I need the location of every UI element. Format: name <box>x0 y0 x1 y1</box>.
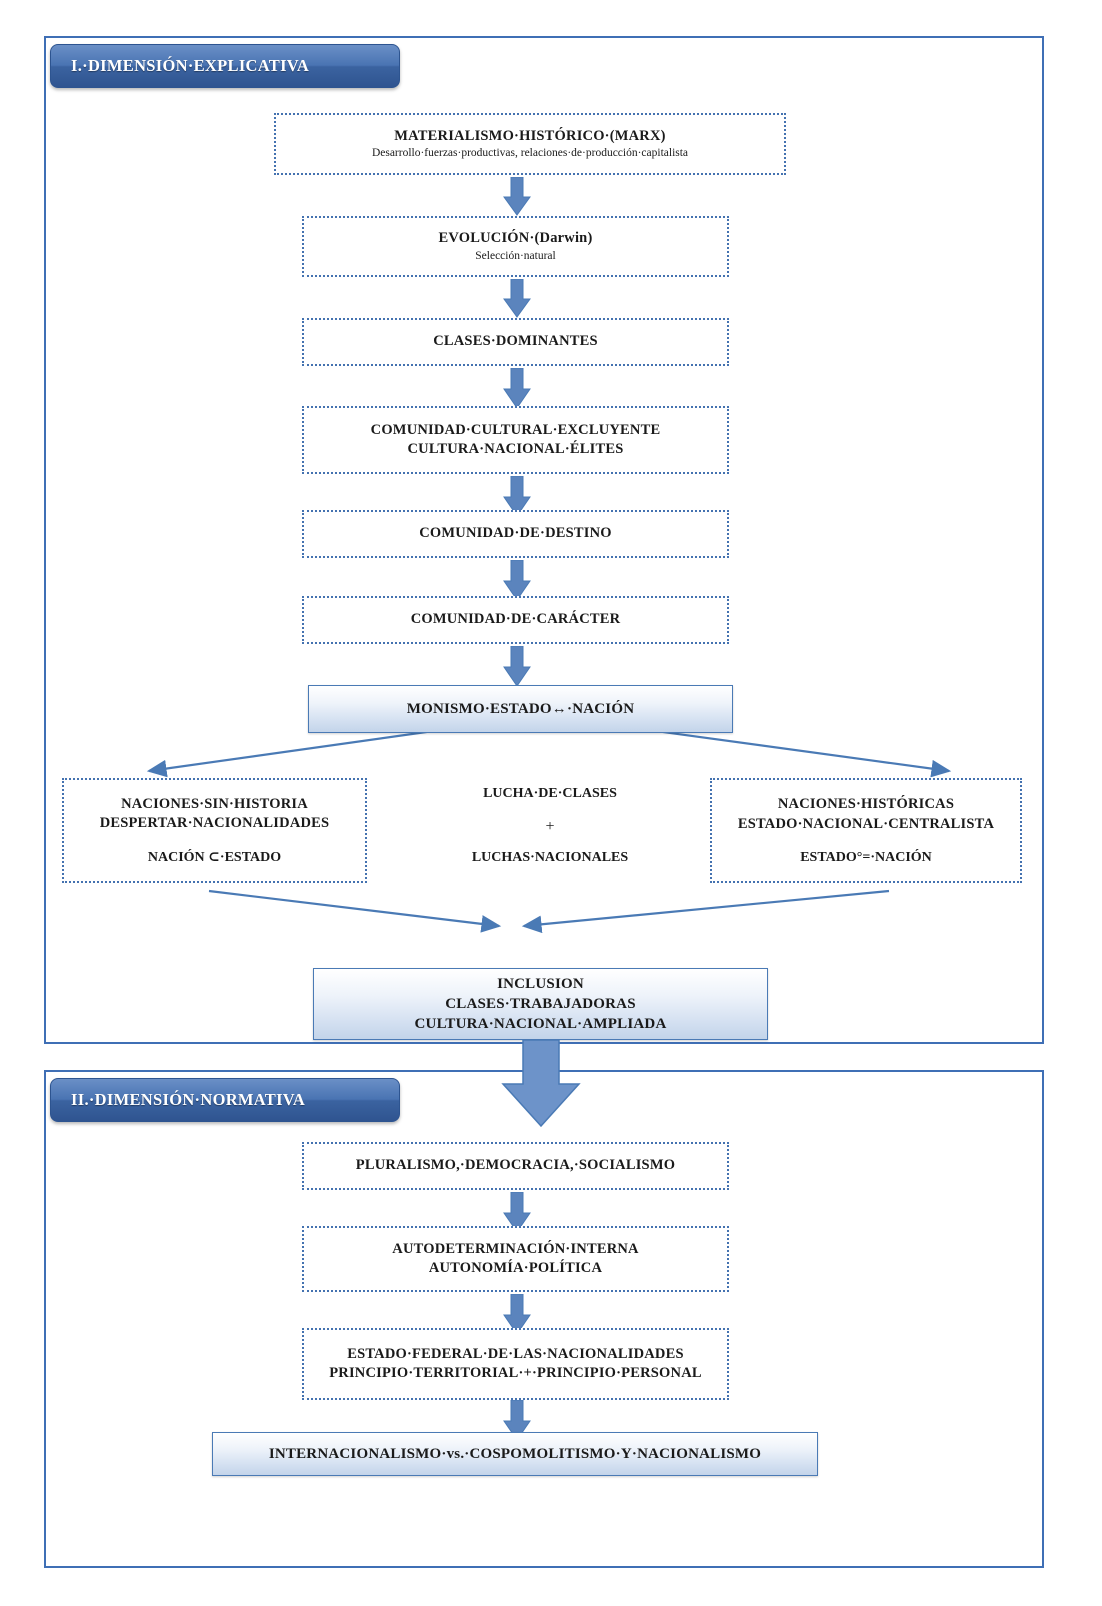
box-comunidad-de-caracter-title: COMUNIDAD·DE·CARÁCTER <box>410 611 621 628</box>
box-evolucion-title: EVOLUCIÓN·(Darwin) <box>438 230 593 247</box>
box-comunidad-cultural-line2: CULTURA·NACIONAL·ÉLITES <box>407 441 624 457</box>
box-comunidad-cultural-excluyente: COMUNIDAD·CULTURAL·EXCLUYENTE CULTURA·NA… <box>302 406 729 474</box>
box-autodeterminacion-line2: AUTONOMÍA·POLÍTICA <box>428 1260 603 1276</box>
section-1-banner: I.·DIMENSIÓN·EXPLICATIVA <box>50 44 400 88</box>
box-naciones-sin-historia-line1: NACIONES·SIN·HISTORIA <box>121 795 308 812</box>
down-arrow-icon <box>503 560 531 601</box>
down-arrow-icon <box>503 1400 531 1441</box>
box-clases-dominantes: CLASES·DOMINANTES <box>302 318 729 366</box>
down-arrow-icon <box>503 1192 531 1233</box>
big-down-arrow-icon <box>501 1040 581 1128</box>
box-comunidad-de-destino: COMUNIDAD·DE·DESTINO <box>302 510 729 558</box>
center-lucha-de-clases: LUCHA·DE·CLASES <box>430 786 670 802</box>
box-comunidad-cultural-line1: COMUNIDAD·CULTURAL·EXCLUYENTE <box>370 421 661 438</box>
box-comunidad-de-caracter: COMUNIDAD·DE·CARÁCTER <box>302 596 729 644</box>
down-arrow-icon <box>503 646 531 687</box>
box-inclusion-line2: CLASES·TRABAJADORAS <box>445 995 636 1012</box>
section-2-banner-label: II.·DIMENSIÓN·NORMATIVA <box>71 1090 306 1109</box>
box-naciones-sin-historia-line2: DESPERTAR·NACIONALIDADES <box>99 815 330 831</box>
box-materialismo-subtitle: Desarrollo·fuerzas·productivas, relacion… <box>371 147 689 160</box>
box-naciones-historicas-line2: ESTADO·NACIONAL·CENTRALISTA <box>737 815 995 832</box>
box-comunidad-de-destino-title: COMUNIDAD·DE·DESTINO <box>419 525 612 542</box>
box-evolucion: EVOLUCIÓN·(Darwin) Selección·natural <box>302 216 729 277</box>
box-monismo-title: MONISMO·ESTADO↔·NACIÓN <box>406 700 635 717</box>
box-internacionalismo: INTERNACIONALISMO·vs.·COSPOMOLITISMO·Y·N… <box>212 1432 818 1476</box>
center-luchas-nacionales-label: LUCHAS·NACIONALES <box>471 850 629 865</box>
center-luchas-nacionales: LUCHAS·NACIONALES <box>430 850 670 866</box>
box-naciones-sin-historia-formula: NACIÓN ⊂·ESTADO <box>147 850 282 866</box>
box-naciones-historicas-line1: NACIONES·HISTÓRICAS <box>777 796 955 813</box>
box-clases-dominantes-title: CLASES·DOMINANTES <box>433 333 598 350</box>
box-autodeterminacion-line1: AUTODETERMINACIÓN·INTERNA <box>392 1240 639 1257</box>
box-pluralismo: PLURALISMO,·DEMOCRACIA,·SOCIALISMO <box>302 1142 729 1190</box>
section-2-banner: II.·DIMENSIÓN·NORMATIVA <box>50 1078 400 1122</box>
section-1-connector-lines <box>146 724 952 934</box>
down-arrow-icon <box>503 476 531 517</box>
box-estado-federal-line1: ESTADO·FEDERAL·DE·LAS·NACIONALIDADES <box>347 1345 684 1362</box>
center-plus-operator-label: + <box>545 818 555 835</box>
box-inclusion-line1: INCLUSION <box>497 975 584 992</box>
box-estado-federal: ESTADO·FEDERAL·DE·LAS·NACIONALIDADES PRI… <box>302 1328 729 1400</box>
down-arrow-icon <box>503 1294 531 1335</box>
down-arrow-icon <box>503 279 531 318</box>
box-materialismo-historico: MATERIALISMO·HISTÓRICO·(MARX) Desarrollo… <box>274 113 786 175</box>
box-naciones-historicas-formula: ESTADO°=·NACIÓN <box>800 849 932 865</box>
box-evolucion-subtitle: Selección·natural <box>475 249 556 262</box>
box-estado-federal-line2: PRINCIPIO·TERRITORIAL·+·PRINCIPIO·PERSON… <box>329 1365 702 1381</box>
box-materialismo-title: MATERIALISMO·HISTÓRICO·(MARX) <box>394 127 666 144</box>
box-pluralismo-title: PLURALISMO,·DEMOCRACIA,·SOCIALISMO <box>355 1157 676 1174</box>
down-arrow-icon <box>503 177 531 216</box>
box-naciones-sin-historia: NACIONES·SIN·HISTORIA DESPERTAR·NACIONAL… <box>62 778 367 883</box>
box-naciones-historicas: NACIONES·HISTÓRICAS ESTADO·NACIONAL·CENT… <box>710 778 1022 883</box>
box-autodeterminacion: AUTODETERMINACIÓN·INTERNA AUTONOMÍA·POLÍ… <box>302 1226 729 1292</box>
box-inclusion: INCLUSION CLASES·TRABAJADORAS CULTURA·NA… <box>313 968 768 1040</box>
down-arrow-icon <box>503 368 531 409</box>
section-1-banner-label: I.·DIMENSIÓN·EXPLICATIVA <box>71 56 310 75</box>
box-inclusion-line3: CULTURA·NACIONAL·AMPLIADA <box>414 1016 667 1033</box>
box-internacionalismo-title: INTERNACIONALISMO·vs.·COSPOMOLITISMO·Y·N… <box>268 1445 762 1462</box>
box-monismo-estado-nacion: MONISMO·ESTADO↔·NACIÓN <box>308 685 733 733</box>
center-plus-operator: + <box>430 818 670 836</box>
center-lucha-de-clases-label: LUCHA·DE·CLASES <box>483 786 617 801</box>
